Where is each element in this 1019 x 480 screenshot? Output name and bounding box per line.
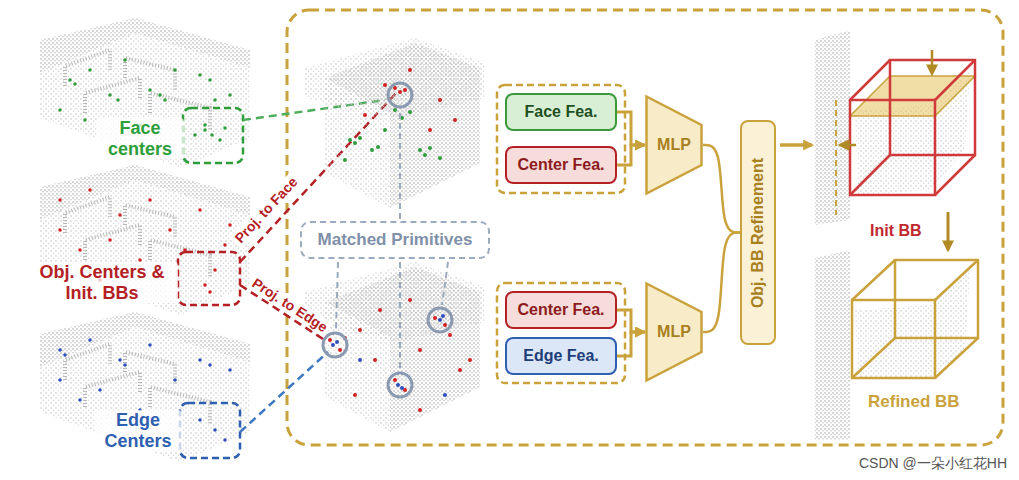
guide-line — [835, 100, 837, 215]
input-label: Edge Centers — [94, 410, 182, 451]
focus-box — [180, 403, 240, 458]
watermark: CSDN @一朵小红花HH — [859, 455, 1007, 471]
input-label: Obj. Centers & Init. BBs — [26, 262, 178, 303]
feature-box: Edge Fea. — [505, 337, 617, 375]
stage-label: Init BB — [868, 222, 924, 240]
face-center-points — [345, 110, 440, 160]
connector — [617, 145, 645, 165]
point-cloud — [855, 270, 970, 380]
adjust-arrow — [931, 50, 934, 74]
flow-arrow — [780, 143, 812, 147]
node-text: MLP — [657, 323, 691, 341]
connector — [617, 310, 645, 332]
leader-line — [399, 262, 401, 370]
node-text: Face Fea. — [525, 103, 598, 121]
leader-line — [399, 110, 401, 219]
primitive-group-box: Matched Primitives — [300, 221, 490, 259]
connector — [703, 145, 740, 233]
projection-label: Proj. to Face — [229, 172, 302, 249]
node-text: Edge Fea. — [523, 347, 599, 365]
connector — [617, 332, 645, 356]
input-label: Face centers — [96, 118, 184, 159]
refinement-block: Obj. BB Refinement — [740, 120, 776, 345]
mlp-block: MLP — [645, 282, 703, 382]
match-ring — [388, 83, 412, 107]
point-cloud — [305, 262, 485, 432]
node-text: Matched Primitives — [318, 230, 473, 250]
focus-box — [183, 108, 243, 163]
leader-line — [336, 262, 338, 330]
node-text: Obj. BB Refinement — [749, 157, 767, 307]
node-text: MLP — [657, 136, 691, 154]
trapezoid-outline — [647, 97, 702, 194]
point-cloud — [40, 312, 250, 462]
refined-box — [852, 260, 978, 378]
feature-box: Center Fea. — [505, 291, 617, 329]
feature-box: Center Fea. — [505, 146, 617, 184]
trapezoid-outline — [647, 284, 702, 381]
connector — [703, 233, 740, 333]
point-cloud — [815, 250, 850, 440]
point-cloud — [40, 18, 250, 168]
point-cloud — [305, 38, 485, 208]
mlp-block: MLP — [645, 95, 703, 195]
feature-box: Face Fea. — [505, 93, 617, 131]
feature-group — [497, 85, 625, 193]
node-text: Center Fea. — [517, 301, 604, 319]
leader-line — [442, 262, 448, 305]
match-ring — [323, 333, 347, 357]
match-ring — [388, 373, 412, 397]
connector — [617, 112, 645, 145]
node-text: Center Fea. — [517, 156, 604, 174]
match-ring — [428, 308, 452, 332]
adjust-arrow — [840, 144, 856, 147]
stage-label: Refined BB — [866, 392, 962, 412]
projection-label: Proj. to Edge — [247, 273, 333, 337]
point-cloud — [815, 30, 850, 225]
focus-box — [178, 252, 240, 305]
stage-frame — [287, 10, 1003, 445]
feature-group — [497, 283, 625, 383]
leader-line — [240, 352, 328, 432]
flow-arrow — [947, 212, 950, 250]
init-box — [850, 60, 975, 195]
